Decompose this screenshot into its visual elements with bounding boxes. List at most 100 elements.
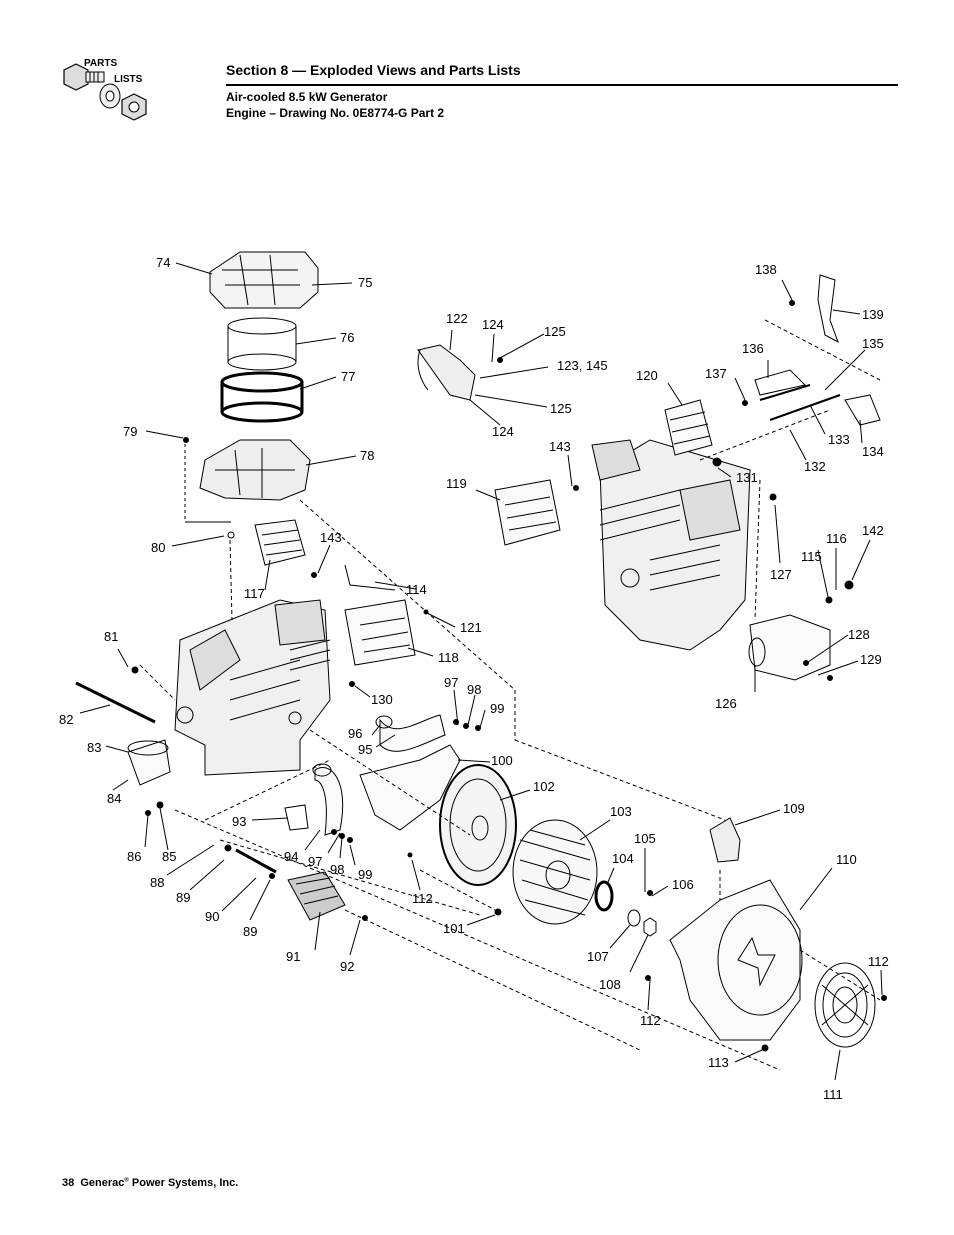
callout-96: 96 (348, 726, 362, 741)
air-filter-element (220, 371, 304, 423)
baffle-119 (494, 479, 561, 546)
callout-97b: 97 (308, 854, 322, 869)
callout-100: 100 (491, 753, 513, 768)
callout-94: 94 (284, 849, 298, 864)
oil-filter (127, 739, 171, 786)
callout-101: 101 (443, 921, 465, 936)
callout-102: 102 (533, 779, 555, 794)
callout-111: 111 (823, 1087, 843, 1102)
callout-105: 105 (634, 831, 656, 846)
section-title: Section 8 — Exploded Views and Parts Lis… (226, 62, 898, 86)
control-bracket-136 (754, 369, 806, 396)
baffle-117 (254, 519, 306, 566)
callout-99a: 99 (490, 701, 504, 716)
elbow-109 (709, 817, 741, 863)
nut-108 (643, 917, 657, 937)
washer-107 (627, 909, 641, 927)
gasket-93 (284, 804, 309, 831)
muffler-91 (287, 871, 346, 921)
callout-119: 119 (446, 476, 467, 491)
callout-97a: 97 (444, 675, 458, 690)
callout-138: 138 (755, 262, 777, 277)
callout-77: 77 (341, 369, 355, 384)
callout-76: 76 (340, 330, 354, 345)
nuts-bolts-icon (63, 63, 147, 121)
callout-84: 84 (107, 791, 121, 806)
callout-98b: 98 (330, 862, 344, 877)
callout-123: 123, 145 (557, 358, 608, 373)
callout-108: 108 (599, 977, 621, 992)
callout-104: 104 (612, 851, 634, 866)
callout-143b: 143 (549, 439, 571, 454)
callout-142: 142 (862, 523, 884, 538)
drawing-number: Engine – Drawing No. 0E8774-G Part 2 (226, 106, 445, 120)
cable-132 (769, 394, 841, 421)
callout-122: 122 (446, 311, 468, 326)
callout-131: 131 (736, 470, 758, 485)
flywheel-guard-100 (359, 744, 461, 831)
callout-117: 117 (244, 586, 265, 601)
callout-79: 79 (123, 424, 137, 439)
hub-104 (594, 880, 614, 912)
callout-90: 90 (205, 909, 219, 924)
parts-lists-logo: PARTS LISTS (58, 56, 158, 130)
callout-107: 107 (587, 949, 609, 964)
bracket-114 (344, 564, 396, 591)
flywheel-102 (439, 764, 517, 886)
callout-113: 113 (708, 1055, 729, 1070)
exhaust-pipe-94 (312, 763, 344, 836)
callout-88: 88 (150, 875, 164, 890)
callout-89a: 89 (176, 890, 190, 905)
callout-132: 132 (804, 459, 826, 474)
grille-111 (814, 962, 876, 1048)
callout-143a: 143 (320, 530, 342, 545)
logo-text-lists: LISTS (114, 74, 143, 85)
callout-114: 114 (406, 582, 427, 597)
callout-135: 135 (862, 336, 884, 351)
callout-106: 106 (672, 877, 694, 892)
pre-cleaner (227, 317, 297, 371)
callout-136: 136 (742, 341, 764, 356)
callout-103: 103 (610, 804, 632, 819)
callout-86: 86 (127, 849, 141, 864)
company-name: Generac (80, 1177, 125, 1189)
callout-112a: 112 (412, 891, 433, 906)
callout-81: 81 (104, 629, 118, 644)
callout-128: 128 (848, 627, 870, 642)
callout-99b: 99 (358, 867, 372, 882)
gasket-80 (227, 531, 235, 539)
callout-80: 80 (151, 540, 165, 555)
callout-112c: 112 (640, 1013, 661, 1028)
callout-95: 95 (358, 742, 372, 757)
callout-120: 120 (636, 368, 658, 383)
starter-126 (748, 614, 831, 681)
throttle-linkage-122 (417, 344, 476, 401)
pipe-90 (235, 848, 277, 874)
baffle-118 (344, 599, 416, 666)
logo-text-parts: PARTS (84, 58, 118, 69)
callout-124b: 124 (492, 424, 514, 439)
registered-mark: ® (124, 1177, 129, 1184)
small-hardware (131, 300, 887, 1052)
callout-126: 126 (715, 696, 737, 711)
callout-129: 129 (860, 652, 882, 667)
air-cleaner-base (199, 439, 311, 501)
page-header: Section 8 — Exploded Views and Parts Lis… (226, 62, 898, 121)
baffle-120 (664, 399, 713, 456)
callout-124a: 124 (482, 317, 504, 332)
page-footer: 38 Generac® Power Systems, Inc. (62, 1177, 238, 1189)
company-name-rest: Power Systems, Inc. (131, 1177, 239, 1189)
callout-125a: 125 (544, 324, 566, 339)
page-number: 38 (62, 1177, 75, 1189)
dipstick-tube (75, 681, 156, 724)
callout-133: 133 (828, 432, 850, 447)
callout-91: 91 (286, 949, 300, 964)
callout-112b: 112 (868, 954, 889, 969)
callout-89b: 89 (243, 924, 257, 939)
callout-83: 83 (87, 740, 101, 755)
rod-133 (759, 384, 811, 401)
blower-housing-110 (669, 879, 803, 1041)
callout-93b: 93 (232, 814, 246, 829)
callout-116: 116 (826, 531, 847, 546)
